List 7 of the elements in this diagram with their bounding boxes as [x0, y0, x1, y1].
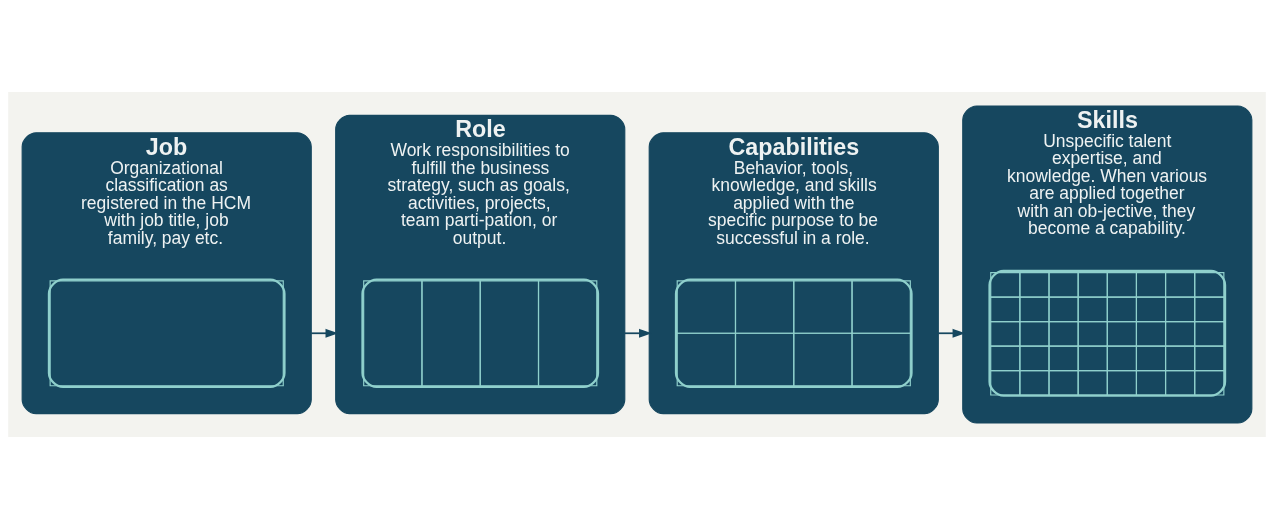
- arrow: [310, 328, 339, 338]
- cluster: Skills Unspecific talent expertise, and knowledge. When various are applied together with an ob-jective, they become a capability.: [962, 105, 1253, 424]
- cluster: Role Work responsibilities to fulfill the business strategy, such as goals, activities, projects, team parti-pation, or output.: [335, 114, 626, 415]
- cluster: Capabilities Behavior, tools, knowledge, and skills applied with the specific purpose to be successful in a role.: [648, 132, 939, 415]
- arrow: [937, 328, 966, 338]
- arrow: [623, 328, 652, 338]
- cluster: Job Organizational classification as registered in the HCM with job title, job family, pay etc.: [21, 132, 312, 415]
